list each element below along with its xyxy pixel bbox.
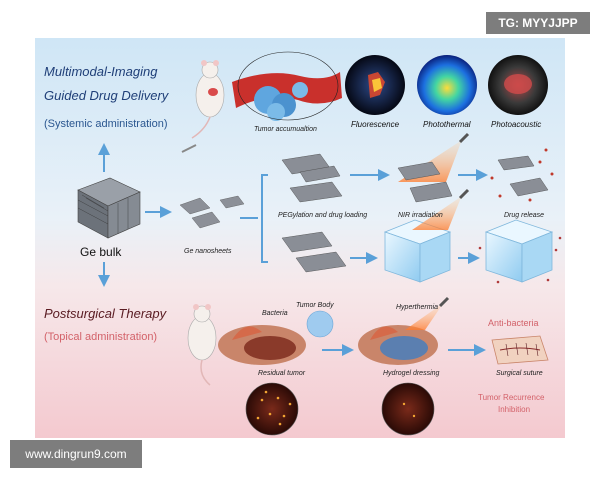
hyperthermia-beam: [405, 304, 442, 330]
recurrence-line1: Tumor Recurrence: [478, 393, 545, 402]
photothermal-label: Photothermal: [423, 120, 471, 129]
hydrogel-dish: [381, 382, 435, 436]
watermark-bottom: www.dingrun9.com: [10, 440, 142, 468]
top-title-line1: Multimodal-Imaging: [44, 64, 158, 79]
anti-bacteria-label: Anti-bacteria: [488, 318, 539, 328]
ge-nanosheets-label: Ge nanosheets: [184, 248, 232, 255]
branch-bracket: [261, 174, 268, 263]
peg-label: PEGylation and drug loading: [278, 212, 368, 219]
hydrogel-cube-2: [484, 219, 554, 283]
drug-release-sheets: [497, 155, 549, 197]
released-drug-2: [478, 236, 562, 284]
surgical-suture: [491, 335, 549, 365]
photoacoustic-label: Photoacoustic: [491, 120, 542, 129]
nir-beam-bottom: [412, 196, 462, 230]
nir-sheets: [397, 161, 453, 203]
photothermal-image: [417, 55, 477, 115]
peg-sheets-bottom: [281, 231, 347, 273]
watermark-top: TG: MYYJJPP: [486, 12, 590, 34]
bottom-route: (Topical administration): [44, 331, 158, 343]
tumor-body: [306, 310, 334, 338]
top-route: (Systemic administration): [44, 118, 168, 130]
top-title-line2: Guided Drug Delivery: [44, 88, 169, 103]
residual-tumor-dish: [245, 382, 299, 436]
drug-release-label: Drug release: [504, 212, 545, 219]
ge-bulk-label: Ge bulk: [80, 245, 122, 259]
hydrogel-site: [358, 325, 438, 365]
nir-label: NIR irradiation: [398, 212, 443, 219]
tumor-body-label: Tumor Body: [296, 302, 334, 309]
mouse-top: [181, 60, 225, 153]
residual-tumor-label: Residual tumor: [258, 370, 306, 377]
hyperthermia-label: Hyperthermia: [396, 304, 439, 311]
bacteria-label: Bacteria: [262, 310, 288, 317]
bottom-title: Postsurgical Therapy: [44, 306, 167, 321]
hydrogel-dressing-label: Hydrogel dressing: [383, 370, 440, 377]
hydrogel-dots: [402, 402, 416, 418]
residual-dots: [256, 390, 292, 426]
recurrence-line2: Inhibition: [498, 405, 531, 414]
surgical-site: [218, 325, 306, 365]
fluorescence-label: Fluorescence: [351, 120, 400, 129]
released-drug: [490, 148, 554, 202]
blood-vessel: [232, 51, 342, 121]
hydrogel-cube-1: [383, 219, 452, 283]
ge-bulk-cube: [77, 177, 141, 239]
mouse-bottom: [187, 304, 217, 386]
surgical-suture-label: Surgical suture: [496, 370, 543, 377]
peg-sheets: [281, 153, 343, 203]
tumor-accumulation-label: Tumor accumualtion: [254, 126, 317, 133]
ge-nanosheets: [179, 195, 245, 229]
